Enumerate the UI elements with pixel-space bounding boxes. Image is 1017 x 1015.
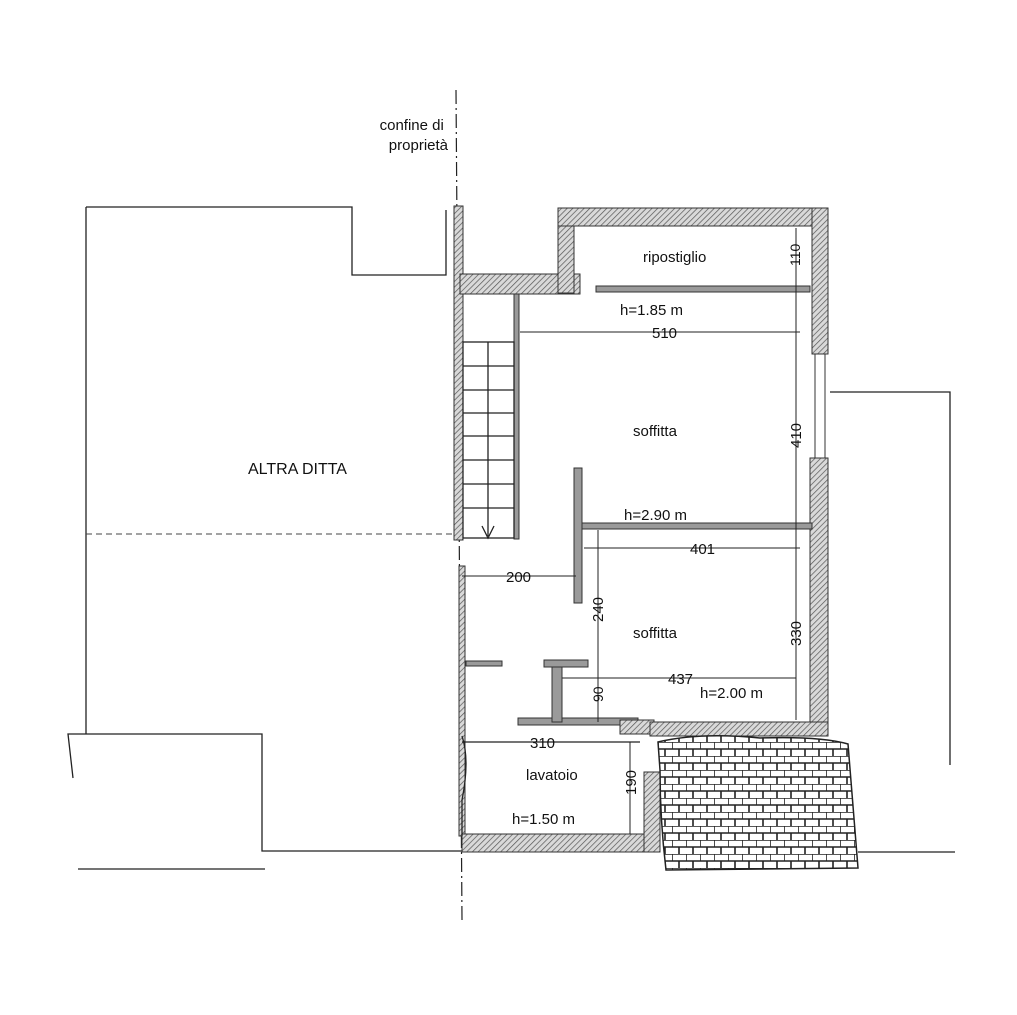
dim-corridor-width: 200	[506, 569, 531, 586]
wall-piece-c	[465, 660, 503, 667]
property-line-label: confine di proprietà	[380, 117, 449, 154]
dim-corridor-depth: 240	[590, 597, 607, 622]
attic-upper-height: h=2.90 m	[624, 507, 687, 524]
window-right	[814, 353, 826, 459]
attic-lower-label: soffitta	[633, 625, 678, 642]
dim-upper-depth: 410	[788, 423, 805, 448]
wall-stair-edge	[513, 293, 520, 540]
wall-right-lower	[809, 457, 829, 735]
wall-right-upper	[811, 207, 829, 355]
wall-top-connector	[459, 273, 581, 295]
dim-step-depth: 90	[590, 686, 606, 702]
wall-piece-b	[551, 666, 563, 723]
wall-left-upper	[453, 205, 464, 541]
dimension-lines	[462, 228, 800, 834]
wall-laundry-right	[643, 771, 661, 853]
staircase	[462, 341, 515, 540]
wall-piece-a	[543, 659, 589, 668]
dim-lower-width: 437	[668, 671, 693, 688]
dim-laundry-depth: 190	[623, 770, 640, 795]
wall-laundry-bottom	[461, 833, 661, 853]
wall-stair-partition	[573, 467, 583, 604]
tiled-terrace	[657, 735, 859, 871]
wall-mid-partition	[579, 522, 813, 530]
wall-laundry-top-right	[619, 719, 655, 735]
attic-upper-label: soffitta	[633, 423, 678, 440]
dim-upper-width: 510	[652, 325, 677, 342]
wall-storage-partition	[595, 285, 811, 293]
neighbor-outline	[67, 206, 462, 852]
dim-storage-depth: 110	[787, 243, 803, 266]
laundry-height: h=1.50 m	[512, 811, 575, 828]
wall-bottom-right	[649, 721, 829, 737]
neighbor-label: ALTRA DITTA	[248, 461, 347, 478]
storage-height: h=1.85 m	[620, 302, 683, 319]
wall-top	[557, 207, 829, 227]
laundry-label: lavatoio	[526, 767, 578, 784]
dim-mid-width: 401	[690, 541, 715, 558]
dim-lower-depth: 330	[788, 621, 805, 646]
attic-lower-height: h=2.00 m	[700, 685, 763, 702]
storage-label: ripostiglio	[643, 249, 706, 266]
wall-left-lower	[458, 565, 466, 837]
right-outline	[830, 391, 951, 765]
dim-laundry-width: 310	[530, 735, 555, 752]
